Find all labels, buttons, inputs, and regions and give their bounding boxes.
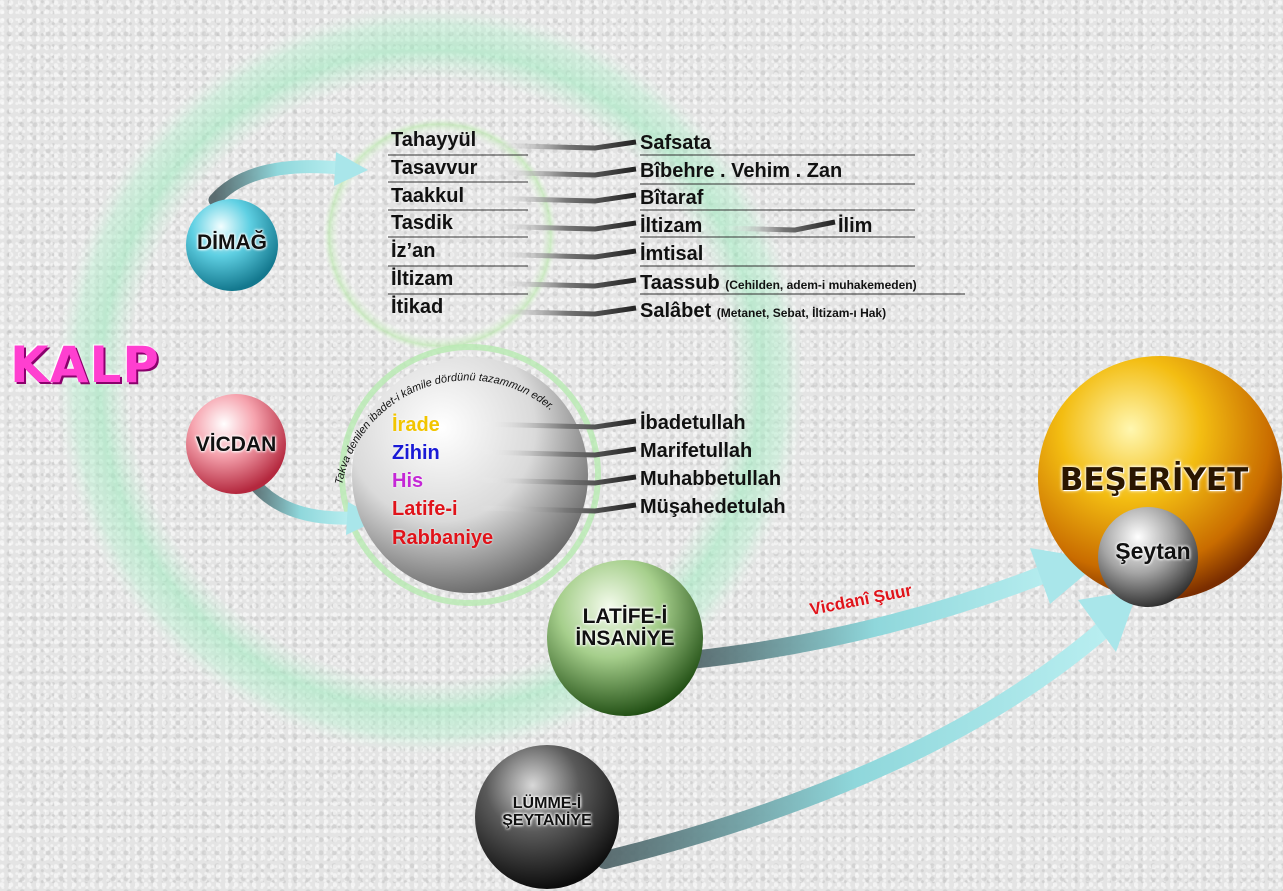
dimag-left-term: İtikad <box>391 296 444 318</box>
lumme-seytaniye-line-1: LÜMME-İ <box>512 795 582 812</box>
dimag-left-term: İz’an <box>391 240 436 262</box>
dimag-right-term: Taassub (Cehilden, adem-i muhakemeden) <box>640 272 917 295</box>
beseriyet-label: BEŞERİYET <box>1059 462 1249 498</box>
vicdan-connectors <box>479 418 637 514</box>
vicdan-right-term: Muhabbetullah <box>640 468 782 490</box>
dimag-left-term: Tasdik <box>391 212 453 234</box>
dimag-label: DİMAĞ <box>197 231 267 254</box>
dimag-right-term-text: İltizam <box>640 215 703 237</box>
latife-insaniye-line-2: İNSANİYE <box>575 627 675 651</box>
kalp-title: KALP <box>10 336 160 394</box>
vicdan-left-term: His <box>392 470 424 492</box>
dimag-right-term: İmtisal <box>640 243 703 266</box>
iltizam-ilim-connector <box>719 219 836 233</box>
beseriyet-sphere <box>1038 356 1282 600</box>
vicdan-right-term: Marifetullah <box>640 440 753 462</box>
dimag-left-term: Tasavvur <box>391 157 478 179</box>
vicdan-connector <box>479 502 637 514</box>
latife-arrow <box>681 559 1069 669</box>
vicdan-inner-ring <box>339 344 601 606</box>
vicdan-right-term: Müşahedetulah <box>640 496 786 518</box>
dimag-right-term-text: Bîbehre . Vehim . Zan <box>640 160 843 182</box>
dimag-arrow-head <box>334 152 368 186</box>
dimag-right-term: Bîtaraf <box>640 187 703 210</box>
lumme-seytaniye-line-2: ŞEYTANİYE <box>502 811 592 829</box>
dimag-right-term-text: Safsata <box>640 132 712 154</box>
dimag-right-term-note: (Cehilden, adem-i muhakemeden) <box>725 278 917 292</box>
vicdan-sphere <box>186 394 286 494</box>
dimag-sphere <box>186 199 278 291</box>
dimag-connector <box>479 166 637 178</box>
vicdan-connector <box>479 474 637 486</box>
dimag-right-term-text: Taassub <box>640 272 720 294</box>
dimag-right-term-text: İmtisal <box>640 243 704 265</box>
lumme-seytaniye-sphere <box>475 745 619 889</box>
seytan-label: Şeytan <box>1115 538 1191 564</box>
dimag-connector <box>479 192 637 204</box>
dimag-connectors <box>479 139 637 317</box>
vicdan-right-term: İbadetullah <box>640 412 746 434</box>
dimag-right-term-text: Salâbet <box>640 300 712 322</box>
dimag-connector <box>479 305 637 317</box>
vicdan-connector <box>479 418 637 430</box>
dimag-left-term: Taakkul <box>391 185 464 207</box>
dimag-arrow <box>208 160 347 207</box>
latife-insaniye-label: LATİFE-İ İNSANİYE <box>547 605 703 651</box>
dimag-right-term: Salâbet (Metanet, Sebat, İltizam-ı Hak) <box>640 300 886 323</box>
vicdan-center-sphere <box>352 357 588 593</box>
vicdan-left-term: Latife-i <box>392 498 458 520</box>
lumme-arrow <box>596 619 1114 869</box>
dimag-right-term: Bîbehre . Vehim . Zan <box>640 160 842 183</box>
dimag-connector <box>479 220 637 232</box>
dimag-connector <box>479 248 637 260</box>
seytan-sphere <box>1098 507 1198 607</box>
lumme-arrow-head <box>1078 590 1138 652</box>
dimag-row-lines <box>388 154 965 295</box>
latife-insaniye-line-1: LATİFE-İ <box>582 605 668 628</box>
vicdan-connector <box>479 446 637 458</box>
dimag-right-term-text: Bîtaraf <box>640 187 704 209</box>
dimag-connector <box>479 277 637 289</box>
dimag-right-term: Safsata <box>640 132 711 155</box>
dimag-left-term: İltizam <box>391 268 454 290</box>
dimag-right-term-note: (Metanet, Sebat, İltizam-ı Hak) <box>716 306 887 320</box>
vicdan-left-term: Rabbaniye <box>392 527 494 549</box>
vicdan-left-term: Zihin <box>392 442 440 464</box>
vicdan-label: VİCDAN <box>195 433 277 456</box>
ilim-term: İlim <box>838 215 873 237</box>
vicdan-left-term: İrade <box>392 414 440 436</box>
dimag-connector <box>479 139 637 151</box>
latife-insaniye-sphere <box>547 560 703 716</box>
lumme-seytaniye-label: LÜMME-İ ŞEYTANİYE <box>475 795 619 830</box>
dimag-left-term: Tahayyül <box>391 129 477 151</box>
dimag-right-term: İltizam <box>640 215 702 238</box>
